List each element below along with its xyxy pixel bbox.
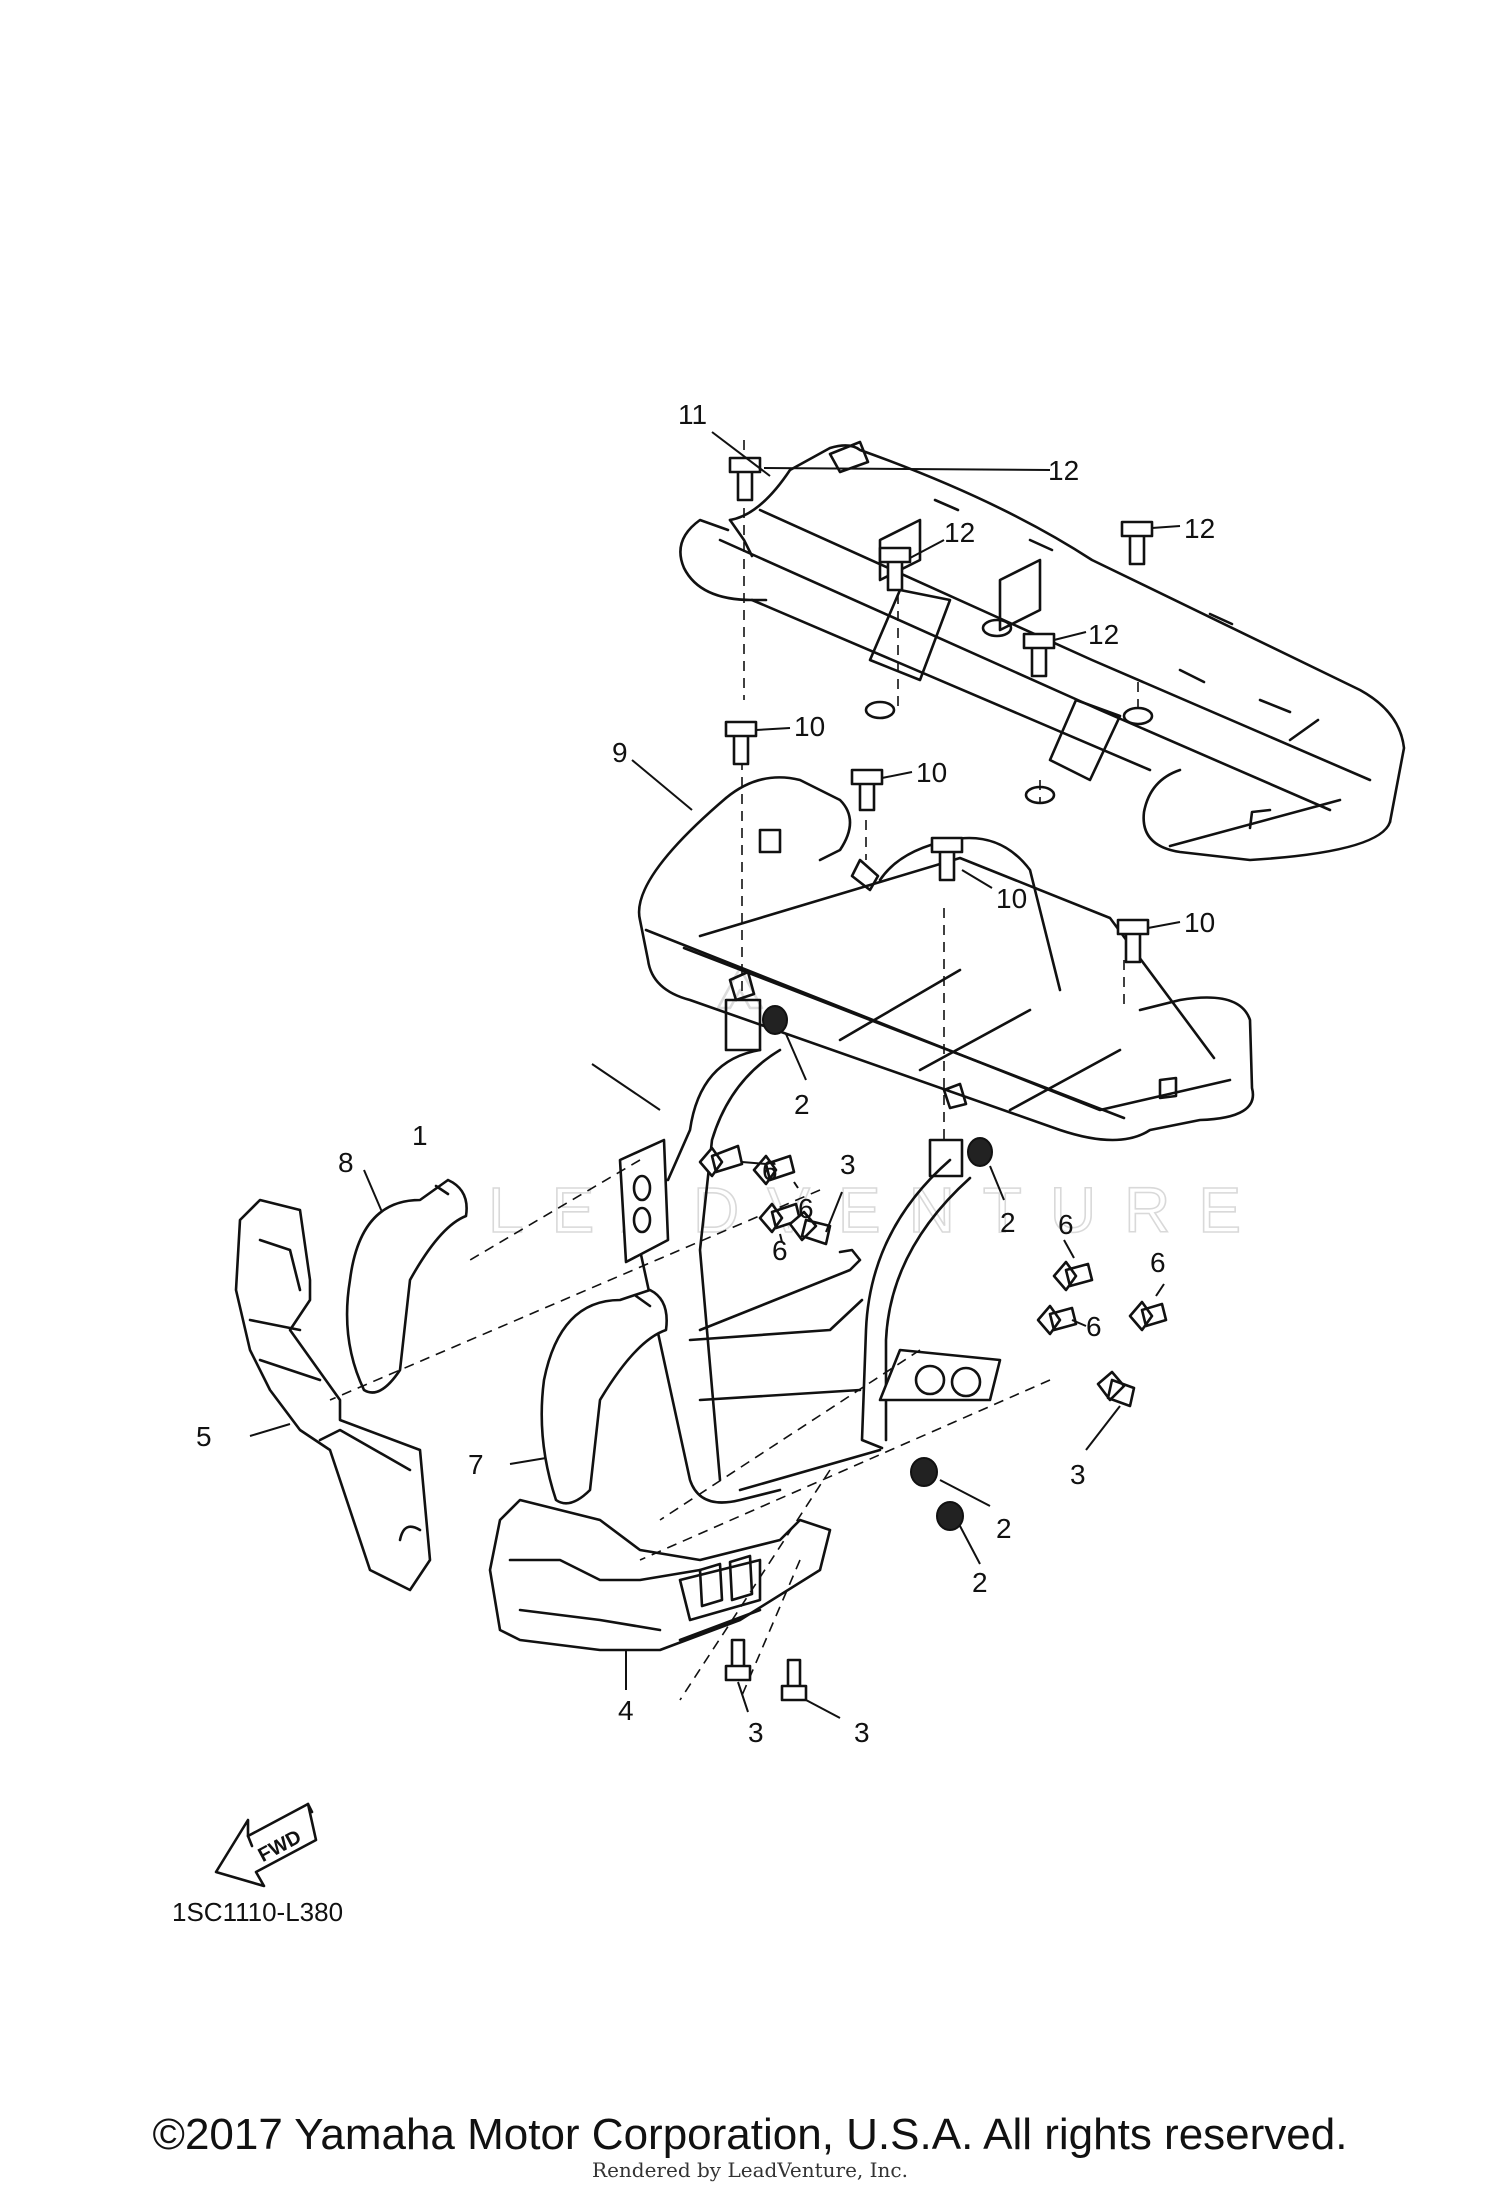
bolt-10-d <box>1116 918 1150 964</box>
callout-6a: 6 <box>762 1155 778 1186</box>
callout-10c: 10 <box>996 883 1027 914</box>
callout-3d: 3 <box>854 1717 870 1748</box>
callout-12c: 12 <box>1184 513 1215 544</box>
bolt-6-e <box>1036 1304 1078 1336</box>
copyright-notice: ©2017 Yamaha Motor Corporation, U.S.A. A… <box>152 2110 1348 2159</box>
watermark: LEADVENTURE <box>487 966 1269 1247</box>
callout-2c: 2 <box>996 1513 1012 1544</box>
callout-11: 11 <box>678 399 707 430</box>
rendered-by-credit: Rendered by LeadVenture, Inc. <box>592 2158 908 2182</box>
callout-labels: 1 2 2 2 2 3 3 3 3 4 5 6 6 6 6 6 6 7 8 9 … <box>196 399 1215 1748</box>
bolt-12-c <box>1120 520 1154 566</box>
bolt-3-b <box>1096 1370 1136 1408</box>
side-bumper <box>234 1198 432 1592</box>
alignment-lines <box>329 440 1139 1701</box>
pad-lower <box>540 1288 668 1505</box>
bolt-3-c <box>724 1638 752 1682</box>
callout-6f: 6 <box>1150 1247 1166 1278</box>
callout-7: 7 <box>468 1449 484 1480</box>
watermark-text: LEADVENTURE <box>488 1174 1269 1246</box>
bolt-10-b <box>850 768 884 812</box>
bolt-10-c <box>930 836 964 882</box>
callout-6b: 6 <box>798 1193 814 1224</box>
bolt-6-f <box>1128 1300 1168 1332</box>
front-bumper <box>488 1498 832 1652</box>
nut-2-b <box>967 1137 993 1167</box>
callout-3c: 3 <box>748 1717 764 1748</box>
callout-1: 1 <box>412 1120 428 1151</box>
lower-rack <box>637 776 1255 1142</box>
callout-12d: 12 <box>1088 619 1119 650</box>
nut-2-d <box>936 1501 964 1531</box>
bolt-6-a <box>698 1144 744 1178</box>
callout-6d: 6 <box>1058 1209 1074 1240</box>
callout-10a: 10 <box>794 711 825 742</box>
guard-frame <box>618 998 1002 1504</box>
pad-upper <box>345 1178 468 1394</box>
bolt-6-d <box>1052 1260 1094 1292</box>
leader-lines <box>249 431 1181 1719</box>
bolt-12-b <box>878 546 912 592</box>
callout-4: 4 <box>618 1695 634 1726</box>
bolt-12-a <box>728 456 762 502</box>
callout-10b: 10 <box>916 757 947 788</box>
callout-12b: 12 <box>944 517 975 548</box>
callout-2d: 2 <box>972 1567 988 1598</box>
callout-9: 9 <box>612 737 628 768</box>
nut-2-a <box>762 1005 788 1035</box>
bolt-10-a <box>724 720 758 766</box>
callout-6e: 6 <box>1086 1311 1102 1342</box>
fasteners <box>698 456 1168 1702</box>
callout-12a: 12 <box>1048 455 1079 486</box>
callout-8: 8 <box>338 1147 354 1178</box>
fwd-arrow-icon: FWD <box>214 1802 318 1888</box>
upper-rack <box>679 440 1406 862</box>
callout-3a: 3 <box>840 1149 856 1180</box>
callout-2a: 2 <box>794 1089 810 1120</box>
callout-5: 5 <box>196 1421 212 1452</box>
diagram-code: 1SC1110-L380 <box>172 1897 344 1927</box>
bolt-3-a <box>788 1210 832 1246</box>
bolt-12-d <box>1022 632 1056 678</box>
callout-6c: 6 <box>772 1235 788 1266</box>
callout-3b: 3 <box>1070 1459 1086 1490</box>
bolt-3-d <box>780 1658 808 1702</box>
callout-2b: 2 <box>1000 1207 1016 1238</box>
callout-10d: 10 <box>1184 907 1215 938</box>
nut-2-c <box>910 1457 938 1487</box>
